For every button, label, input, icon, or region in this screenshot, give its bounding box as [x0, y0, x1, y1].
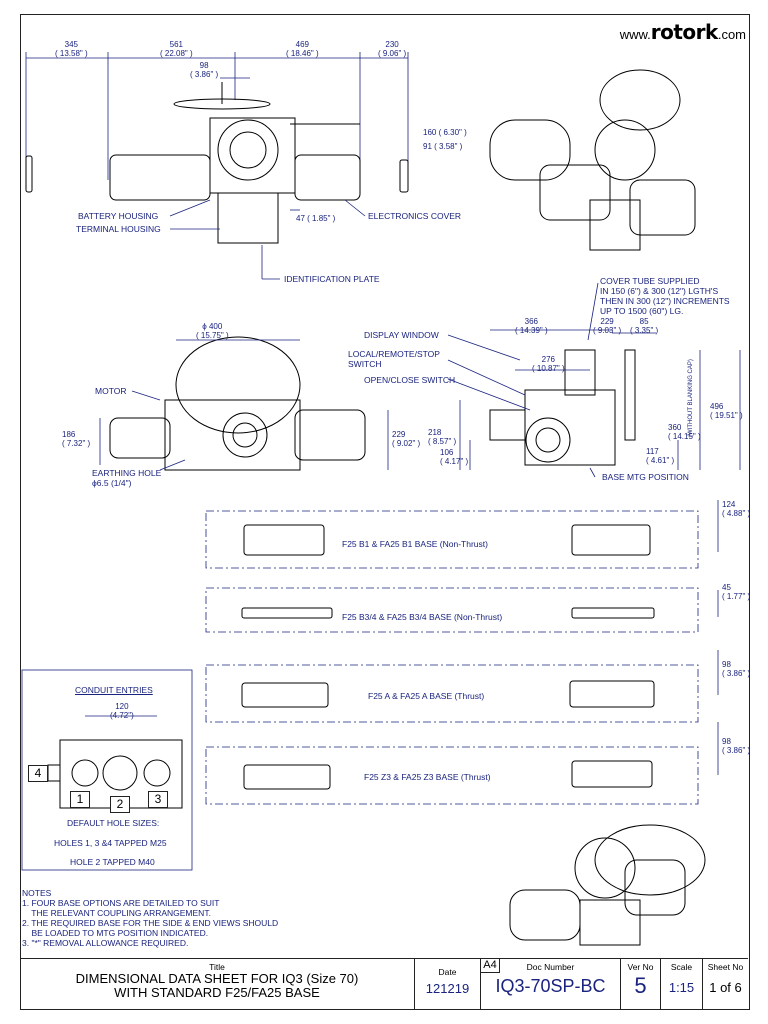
label-cover-tube-4: UP TO 1500 (60") LG.: [600, 306, 684, 316]
dim-229-v: 229( 9.02" ): [392, 430, 421, 448]
label-electronics-cover: ELECTRONICS COVER: [368, 211, 462, 221]
dim-98: 98( 3.86" ): [190, 61, 219, 79]
label-open-close: OPEN/CLOSE SWITCH: [364, 375, 456, 385]
label-cover-tube-3: THEN IN 300 (12") INCREMENTS: [600, 296, 730, 306]
conduit-number-4: 4: [28, 765, 48, 782]
label-cover-tube-2: IN 150 (6") & 300 (12") LGTH'S: [600, 286, 719, 296]
doc-number: IQ3-70SP-BC: [495, 976, 606, 996]
dim-160: 160 ( 6.30" ): [423, 128, 467, 137]
base-option-dim-3: 98( 3.86" ): [722, 660, 751, 678]
dim-106: 106( 4.17" ): [440, 448, 469, 466]
doc-number-cell: A4 Doc Number IQ3-70SP-BC: [480, 959, 620, 1009]
conduit-number-2: 2: [110, 796, 130, 813]
dim-561: 561( 22.08" ): [160, 40, 193, 58]
dim-360: 360( 14.15" ): [668, 423, 701, 441]
conduit-default: DEFAULT HOLE SIZES:: [67, 818, 160, 828]
conduit-title: CONDUIT ENTRIES: [75, 685, 153, 695]
conduit-number-1: 1: [70, 791, 90, 808]
base-option-dim-4: 98( 3.86" ): [722, 737, 751, 755]
conduit-hole-2: HOLE 2 TAPPED M40: [70, 857, 155, 867]
scale-value: 1:15: [668, 980, 695, 995]
date-value: 121219: [425, 981, 470, 996]
end-view-actuator: [489, 349, 636, 466]
title-caption: Title: [209, 962, 225, 972]
isometric-view-top: [489, 69, 696, 251]
label-local-remote-stop: LOCAL/REMOTE/STOP: [348, 349, 440, 359]
rotork-logo: www.rotork.com: [620, 20, 746, 44]
isometric-view-bottom: [509, 824, 706, 946]
scale-cell: Scale 1:15: [660, 959, 702, 1009]
version-value: 5: [634, 973, 647, 998]
dim-117: 117( 4.61" ): [646, 447, 675, 465]
note-2a: 2. THE REQUIRED BASE FOR THE SIDE & END …: [22, 918, 279, 928]
brand-prefix: www.: [619, 27, 651, 42]
label-display-window: DISPLAY WINDOW: [364, 330, 439, 340]
version-caption: Ver No: [627, 962, 654, 972]
conduit-dim: 120(4.72"): [110, 702, 134, 720]
sheet-caption: Sheet No: [707, 962, 744, 972]
date-cell: Date 121219: [414, 959, 480, 1009]
drawing-border: [20, 14, 750, 1010]
scale-caption: Scale: [670, 962, 693, 972]
dim-dia-400: ϕ 400( 15.75" ): [196, 322, 229, 340]
label-cover-tube: COVER TUBE SUPPLIED: [600, 276, 700, 286]
notes-title: NOTES: [22, 888, 52, 898]
base-option-frames: [205, 510, 699, 805]
label-motor: MOTOR: [95, 386, 127, 396]
label-terminal-housing: TERMINAL HOUSING: [76, 224, 161, 234]
doc-caption: Doc Number: [526, 962, 575, 972]
base-option-label-4: F25 Z3 & FA25 Z3 BASE (Thrust): [364, 772, 491, 782]
note-1a: 1. FOUR BASE OPTIONS ARE DETAILED TO SUI…: [22, 898, 220, 908]
base-option-label-2: F25 B3/4 & FA25 B3/4 BASE (Non-Thrust): [342, 612, 503, 622]
title-line-1: DIMENSIONAL DATA SHEET FOR IQ3 (Size 70): [75, 971, 359, 986]
title-cell: Title DIMENSIONAL DATA SHEET FOR IQ3 (Si…: [20, 959, 414, 1009]
paper-size: A4: [481, 959, 500, 973]
label-battery-housing: BATTERY HOUSING: [78, 211, 159, 221]
sheet-value: 1 of 6: [709, 980, 742, 995]
dim-186: 186( 7.32" ): [62, 430, 91, 448]
brand-suffix: .com: [717, 27, 746, 42]
conduit-entries-drawing: [47, 739, 183, 809]
sheet-cell: Sheet No 1 of 6: [702, 959, 748, 1009]
date-caption: Date: [438, 967, 457, 977]
note-1b: THE RELEVANT COUPLING ARRANGEMENT.: [22, 908, 211, 918]
title-block: Title DIMENSIONAL DATA SHEET FOR IQ3 (Si…: [20, 958, 748, 1009]
base-option-drawings: [241, 524, 655, 790]
dim-47: 47 ( 1.85" ): [296, 214, 336, 223]
note-2b: BE LOADED TO MTG POSITION INDICATED.: [22, 928, 209, 938]
conduit-holes-134: HOLES 1, 3 &4 TAPPED M25: [54, 838, 167, 848]
dim-496: 496( 19.51" ): [710, 402, 743, 420]
dim-345: 345( 13.58" ): [55, 40, 88, 58]
base-option-dim-1: 124( 4.88" ): [722, 500, 751, 518]
conduit-box: [21, 669, 193, 871]
notes: NOTES 1. FOUR BASE OPTIONS ARE DETAILED …: [22, 888, 278, 948]
top-view-actuator: [25, 82, 409, 244]
base-option-dim-2: 45( 1.77" ): [722, 583, 751, 601]
dim-230: 230( 9.06" ): [378, 40, 407, 58]
side-view-actuator: [109, 336, 366, 471]
base-option-label-3: F25 A & FA25 A BASE (Thrust): [368, 691, 485, 701]
dim-85: 85( 3.35" ): [630, 317, 659, 335]
dim-276: 276( 10.87" ): [532, 355, 565, 373]
note-3: 3. "*" REMOVAL ALLOWANCE REQUIRED.: [22, 938, 189, 948]
label-earthing-hole: EARTHING HOLE: [92, 468, 162, 478]
label-base-mtg-position: BASE MTG POSITION: [602, 472, 689, 482]
dim-469: 469( 18.46" ): [286, 40, 319, 58]
dim-91: 91 ( 3.58" ): [423, 142, 463, 151]
base-option-label-1: F25 B1 & FA25 B1 BASE (Non-Thrust): [342, 539, 488, 549]
label-earthing-size: ϕ6.5 (1/4"): [92, 478, 132, 488]
version-cell: Ver No 5: [620, 959, 660, 1009]
dim-218: 218( 8.57" ): [428, 428, 457, 446]
conduit-number-3: 3: [148, 791, 168, 808]
dim-229-h: 229( 9.03" ): [593, 317, 622, 335]
label-identification-plate: IDENTIFICATION PLATE: [284, 274, 380, 284]
brand-name: rotork: [650, 20, 719, 44]
title-line-2: WITH STANDARD F25/FA25 BASE: [114, 985, 320, 1000]
label-switch: SWITCH: [348, 359, 382, 369]
dim-366: 366( 14.39" ): [515, 317, 548, 335]
